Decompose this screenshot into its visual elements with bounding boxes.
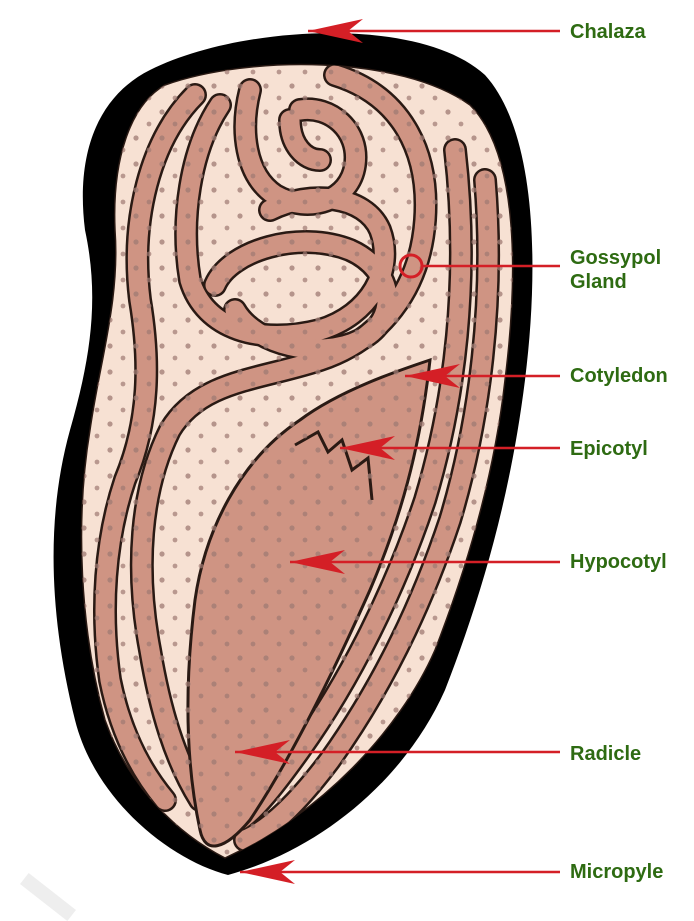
label-cotyledon: Cotyledon: [570, 364, 668, 388]
label-micropyle: Micropyle: [570, 860, 663, 884]
label-epicotyl: Epicotyl: [570, 437, 648, 461]
label-radicle: Radicle: [570, 742, 641, 766]
label-gossypol-gland: Gossypol Gland: [570, 246, 661, 294]
label-gossypol-line1: Gossypol: [570, 246, 661, 270]
label-chalaza: Chalaza: [570, 20, 646, 44]
label-hypocotyl: Hypocotyl: [570, 550, 667, 574]
label-gossypol-line2: Gland: [570, 270, 661, 294]
